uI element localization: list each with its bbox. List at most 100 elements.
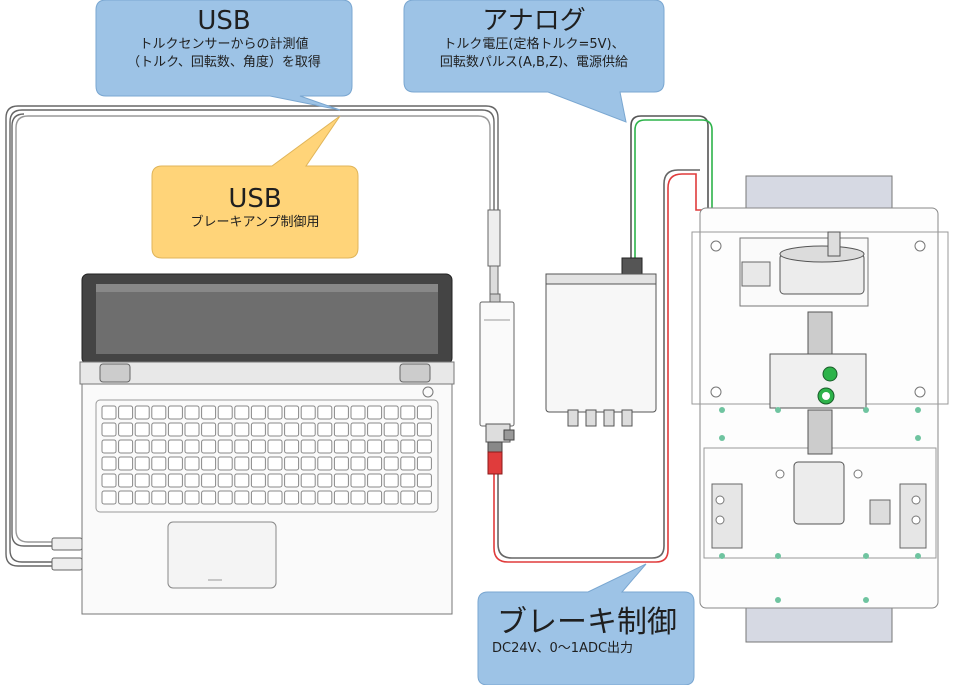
keyboard-key [267,405,283,420]
keyboard-key [367,456,383,471]
usb-plugs [51,209,501,571]
keyboard-key [333,405,349,420]
keyboard-key [250,456,266,471]
keyboard-key [383,439,399,454]
keyboard-key [184,456,200,471]
keyboard-key [416,490,432,505]
keyboard-key [416,456,432,471]
keyboard-key [383,405,399,420]
analog-title: アナログ [482,6,586,36]
keyboard-key [317,490,333,505]
keyboard-key [350,490,366,505]
keyboard-key [284,456,300,471]
keyboard-key [101,439,117,454]
keyboard-key [284,439,300,454]
keyboard-key [317,405,333,420]
signal-amplifier [545,257,657,427]
keyboard-key [101,490,117,505]
keyboard-key [184,473,200,488]
keyboard-key [317,473,333,488]
keyboard-key [300,422,316,437]
keyboard-key [267,490,283,505]
keyboard-key [217,490,233,505]
keyboard-key [350,473,366,488]
keyboard-key [300,439,316,454]
keyboard-key [400,439,416,454]
keyboard-key [400,422,416,437]
keyboard-key [284,490,300,505]
keyboard-key [184,405,200,420]
keyboard-key [118,456,134,471]
keyboard-key [151,490,167,505]
keyboard-key [217,405,233,420]
keyboard-key [383,422,399,437]
analog-line1: トルク電圧(定格トルク=5V)、 [443,37,625,52]
keyboard-key [101,473,117,488]
keyboard-key [201,405,217,420]
keyboard-key [118,490,134,505]
keyboard-key [134,456,150,471]
test-bench [691,175,949,643]
callout-usb-top [95,0,353,111]
keyboard-key [250,490,266,505]
keyboard-key [118,439,134,454]
keyboard-key [201,456,217,471]
keyboard-key [367,439,383,454]
callout-analog [403,0,665,123]
keyboard-key [333,422,349,437]
keyboard-key [134,490,150,505]
keyboard-key [234,422,250,437]
keyboard-key [400,473,416,488]
callout-usb-brake-text: USB ブレーキアンプ制御用 [156,184,354,232]
keyboard-key [367,473,383,488]
keyboard-key [333,473,349,488]
keyboard-key [300,405,316,420]
analog-line2: 回転数パルス(A,B,Z)、電源供給 [439,55,629,70]
keyboard-key [300,456,316,471]
keyboard-key [201,439,217,454]
keyboard-key [267,422,283,437]
keyboard-key [350,439,366,454]
brake-title: ブレーキ制御 [497,605,677,640]
keyboard-key [300,473,316,488]
usb-brake-line1: ブレーキアンプ制御用 [190,215,320,230]
keyboard-key [101,405,117,420]
keyboard-key [317,439,333,454]
keyboard-key [167,490,183,505]
usb-top-line2: （トルク、回転数、角度）を取得 [127,55,321,70]
usb-top-line1: トルクセンサーからの計測値 [139,37,309,52]
keyboard-key [118,422,134,437]
keyboard-key [350,456,366,471]
keyboard-key [217,422,233,437]
keyboard-key [250,473,266,488]
keyboard-key [400,490,416,505]
callout-analog-text: アナログ トルク電圧(定格トルク=5V)、 回転数パルス(A,B,Z)、電源供給 [408,6,660,72]
usb-top-title: USB [197,6,251,36]
keyboard-key [367,422,383,437]
keyboard-key [134,405,150,420]
keyboard-key [217,456,233,471]
keyboard-key [201,490,217,505]
keyboard-key [167,439,183,454]
keyboard-key [151,405,167,420]
keyboard-key [416,405,432,420]
keyboard-key [167,405,183,420]
keyboard [101,405,432,505]
keyboard-key [151,439,167,454]
keyboard-key [383,490,399,505]
keyboard-key [201,422,217,437]
keyboard-key [284,422,300,437]
keyboard-key [151,456,167,471]
keyboard-key [118,405,134,420]
keyboard-key [400,405,416,420]
keyboard-key [416,473,432,488]
keyboard-key [234,439,250,454]
keyboard-key [234,405,250,420]
keyboard-key [184,422,200,437]
keyboard-key [184,439,200,454]
keyboard-key [400,456,416,471]
keyboard-key [201,473,217,488]
keyboard-key [134,473,150,488]
keyboard-key [217,439,233,454]
keyboard-key [300,490,316,505]
